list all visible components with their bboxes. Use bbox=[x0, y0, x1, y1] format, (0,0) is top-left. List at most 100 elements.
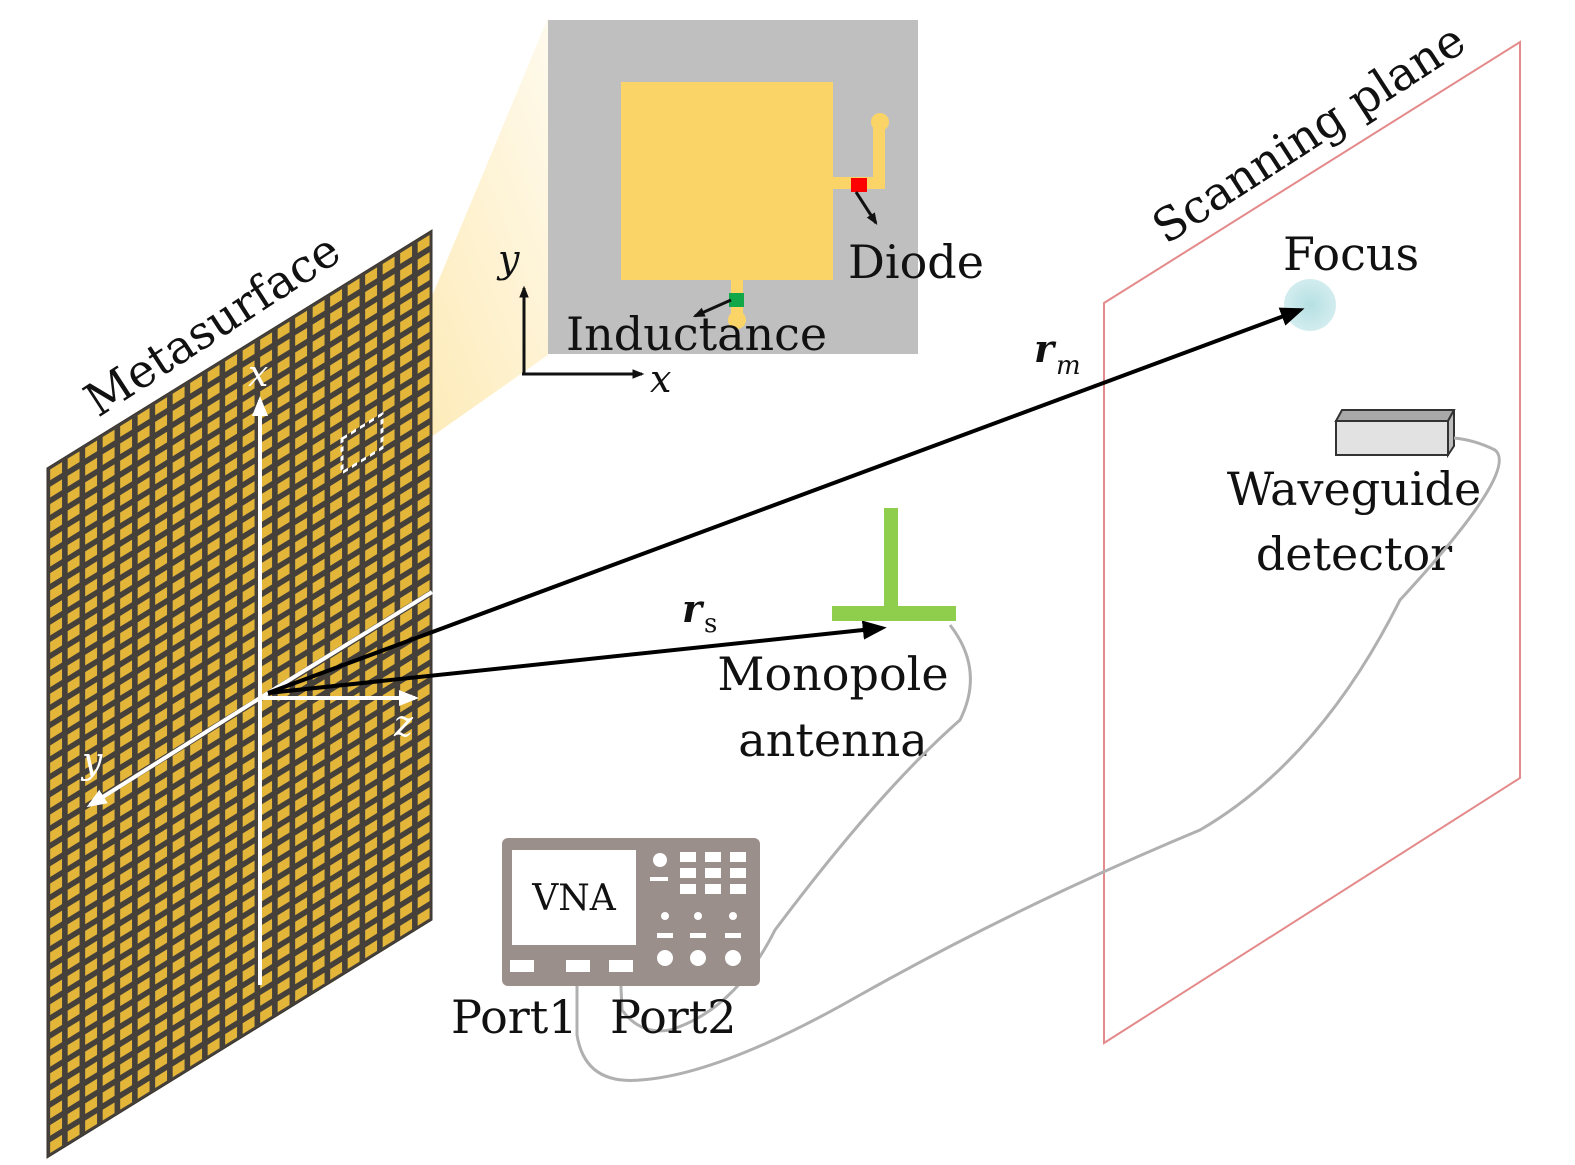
r-s-label: rs bbox=[682, 586, 717, 639]
vna-port-1[interactable] bbox=[566, 960, 590, 972]
unit-cell bbox=[67, 1020, 80, 1039]
cable-port2-antenna bbox=[618, 624, 972, 1033]
vna-key[interactable] bbox=[730, 884, 746, 894]
unit-cell bbox=[382, 843, 395, 862]
unit-cell bbox=[120, 1022, 133, 1041]
unit-cell bbox=[295, 621, 308, 640]
unit-cell bbox=[365, 750, 378, 769]
unit-cell bbox=[330, 582, 343, 601]
unit-cell bbox=[207, 830, 220, 849]
unit-cell bbox=[67, 744, 80, 763]
unit-cell bbox=[50, 858, 63, 877]
unit-cell bbox=[277, 787, 290, 806]
unit-cell bbox=[400, 314, 413, 333]
unit-cell bbox=[382, 446, 395, 465]
unit-cell bbox=[207, 399, 220, 418]
vna-key[interactable] bbox=[680, 884, 696, 894]
vna-button[interactable] bbox=[690, 933, 706, 938]
vna-key[interactable] bbox=[730, 852, 746, 862]
vna-button[interactable] bbox=[725, 933, 741, 938]
unit-cell bbox=[85, 1044, 98, 1063]
unit-cell bbox=[207, 899, 220, 918]
vna-key[interactable] bbox=[680, 852, 696, 862]
unit-cell bbox=[260, 573, 273, 592]
unit-cell bbox=[207, 882, 220, 901]
unit-cell bbox=[102, 481, 115, 500]
unit-cell bbox=[155, 638, 168, 657]
unit-cell bbox=[417, 752, 430, 771]
unit-cell bbox=[277, 321, 290, 340]
unit-cell bbox=[260, 504, 273, 523]
unit-cell bbox=[225, 905, 238, 925]
unit-cell bbox=[330, 565, 343, 584]
unit-cell bbox=[295, 345, 308, 364]
unit-cell bbox=[260, 918, 273, 937]
unit-cell bbox=[50, 1134, 63, 1153]
vna-button[interactable] bbox=[650, 877, 668, 881]
unit-cell bbox=[347, 364, 360, 383]
unit-cell bbox=[365, 474, 378, 493]
unit-cell bbox=[137, 511, 150, 530]
unit-cell bbox=[382, 377, 395, 396]
vna-led[interactable] bbox=[661, 912, 669, 920]
waveguide-label-line1: Waveguide bbox=[1227, 462, 1481, 516]
unit-cell bbox=[225, 681, 238, 700]
unit-cell bbox=[172, 800, 185, 819]
unit-cell bbox=[312, 903, 325, 922]
vna-key[interactable] bbox=[680, 868, 696, 878]
unit-cell bbox=[137, 580, 150, 599]
unit-cell bbox=[225, 888, 238, 907]
unit-cell bbox=[207, 692, 220, 711]
vna-button[interactable] bbox=[657, 933, 673, 938]
unit-cell bbox=[137, 925, 150, 944]
unit-cell bbox=[207, 606, 220, 625]
unit-cell bbox=[242, 532, 255, 551]
unit-cell bbox=[102, 671, 115, 690]
unit-cell bbox=[120, 539, 133, 558]
unit-cell bbox=[120, 694, 133, 713]
unit-cell bbox=[260, 487, 273, 506]
unit-cell bbox=[400, 659, 413, 678]
unit-cell bbox=[347, 554, 360, 573]
vna-led[interactable] bbox=[729, 912, 737, 920]
unit-cell bbox=[137, 649, 150, 668]
unit-cell bbox=[347, 278, 360, 297]
vna-connector[interactable] bbox=[657, 950, 673, 966]
unit-cell bbox=[172, 921, 185, 940]
unit-cell bbox=[365, 439, 378, 458]
unit-cell bbox=[67, 658, 80, 677]
vna-connector[interactable] bbox=[690, 950, 706, 966]
vna-key[interactable] bbox=[705, 884, 721, 894]
vna-key[interactable] bbox=[705, 868, 721, 878]
unit-cell bbox=[382, 894, 395, 913]
unit-cell bbox=[225, 698, 238, 718]
unit-cell bbox=[400, 245, 413, 264]
vna-led[interactable] bbox=[694, 912, 702, 920]
vna-knob[interactable] bbox=[653, 853, 667, 867]
unit-cell bbox=[277, 356, 290, 375]
unit-cell bbox=[172, 886, 185, 905]
unit-cell bbox=[172, 748, 185, 767]
vna-connector[interactable] bbox=[725, 950, 741, 966]
unit-cell bbox=[400, 487, 413, 506]
unit-cell bbox=[172, 610, 185, 629]
unit-cell bbox=[155, 500, 168, 519]
unit-cell bbox=[102, 515, 115, 534]
vna-port-2[interactable] bbox=[609, 960, 633, 972]
unit-cell bbox=[190, 858, 203, 877]
unit-cell bbox=[312, 455, 325, 474]
unit-cell bbox=[330, 513, 343, 532]
unit-cell bbox=[400, 539, 413, 558]
vna-key[interactable] bbox=[705, 852, 721, 862]
unit-cell bbox=[155, 742, 168, 761]
vna-key[interactable] bbox=[730, 868, 746, 878]
unit-cell bbox=[242, 705, 255, 724]
unit-cell bbox=[330, 478, 343, 497]
unit-cell bbox=[365, 267, 378, 286]
unit-cell bbox=[207, 554, 220, 573]
unit-cell bbox=[382, 515, 395, 534]
unit-cell bbox=[225, 612, 238, 631]
unit-cell bbox=[295, 966, 308, 985]
unit-cell bbox=[417, 321, 430, 340]
unit-cell bbox=[155, 552, 168, 571]
